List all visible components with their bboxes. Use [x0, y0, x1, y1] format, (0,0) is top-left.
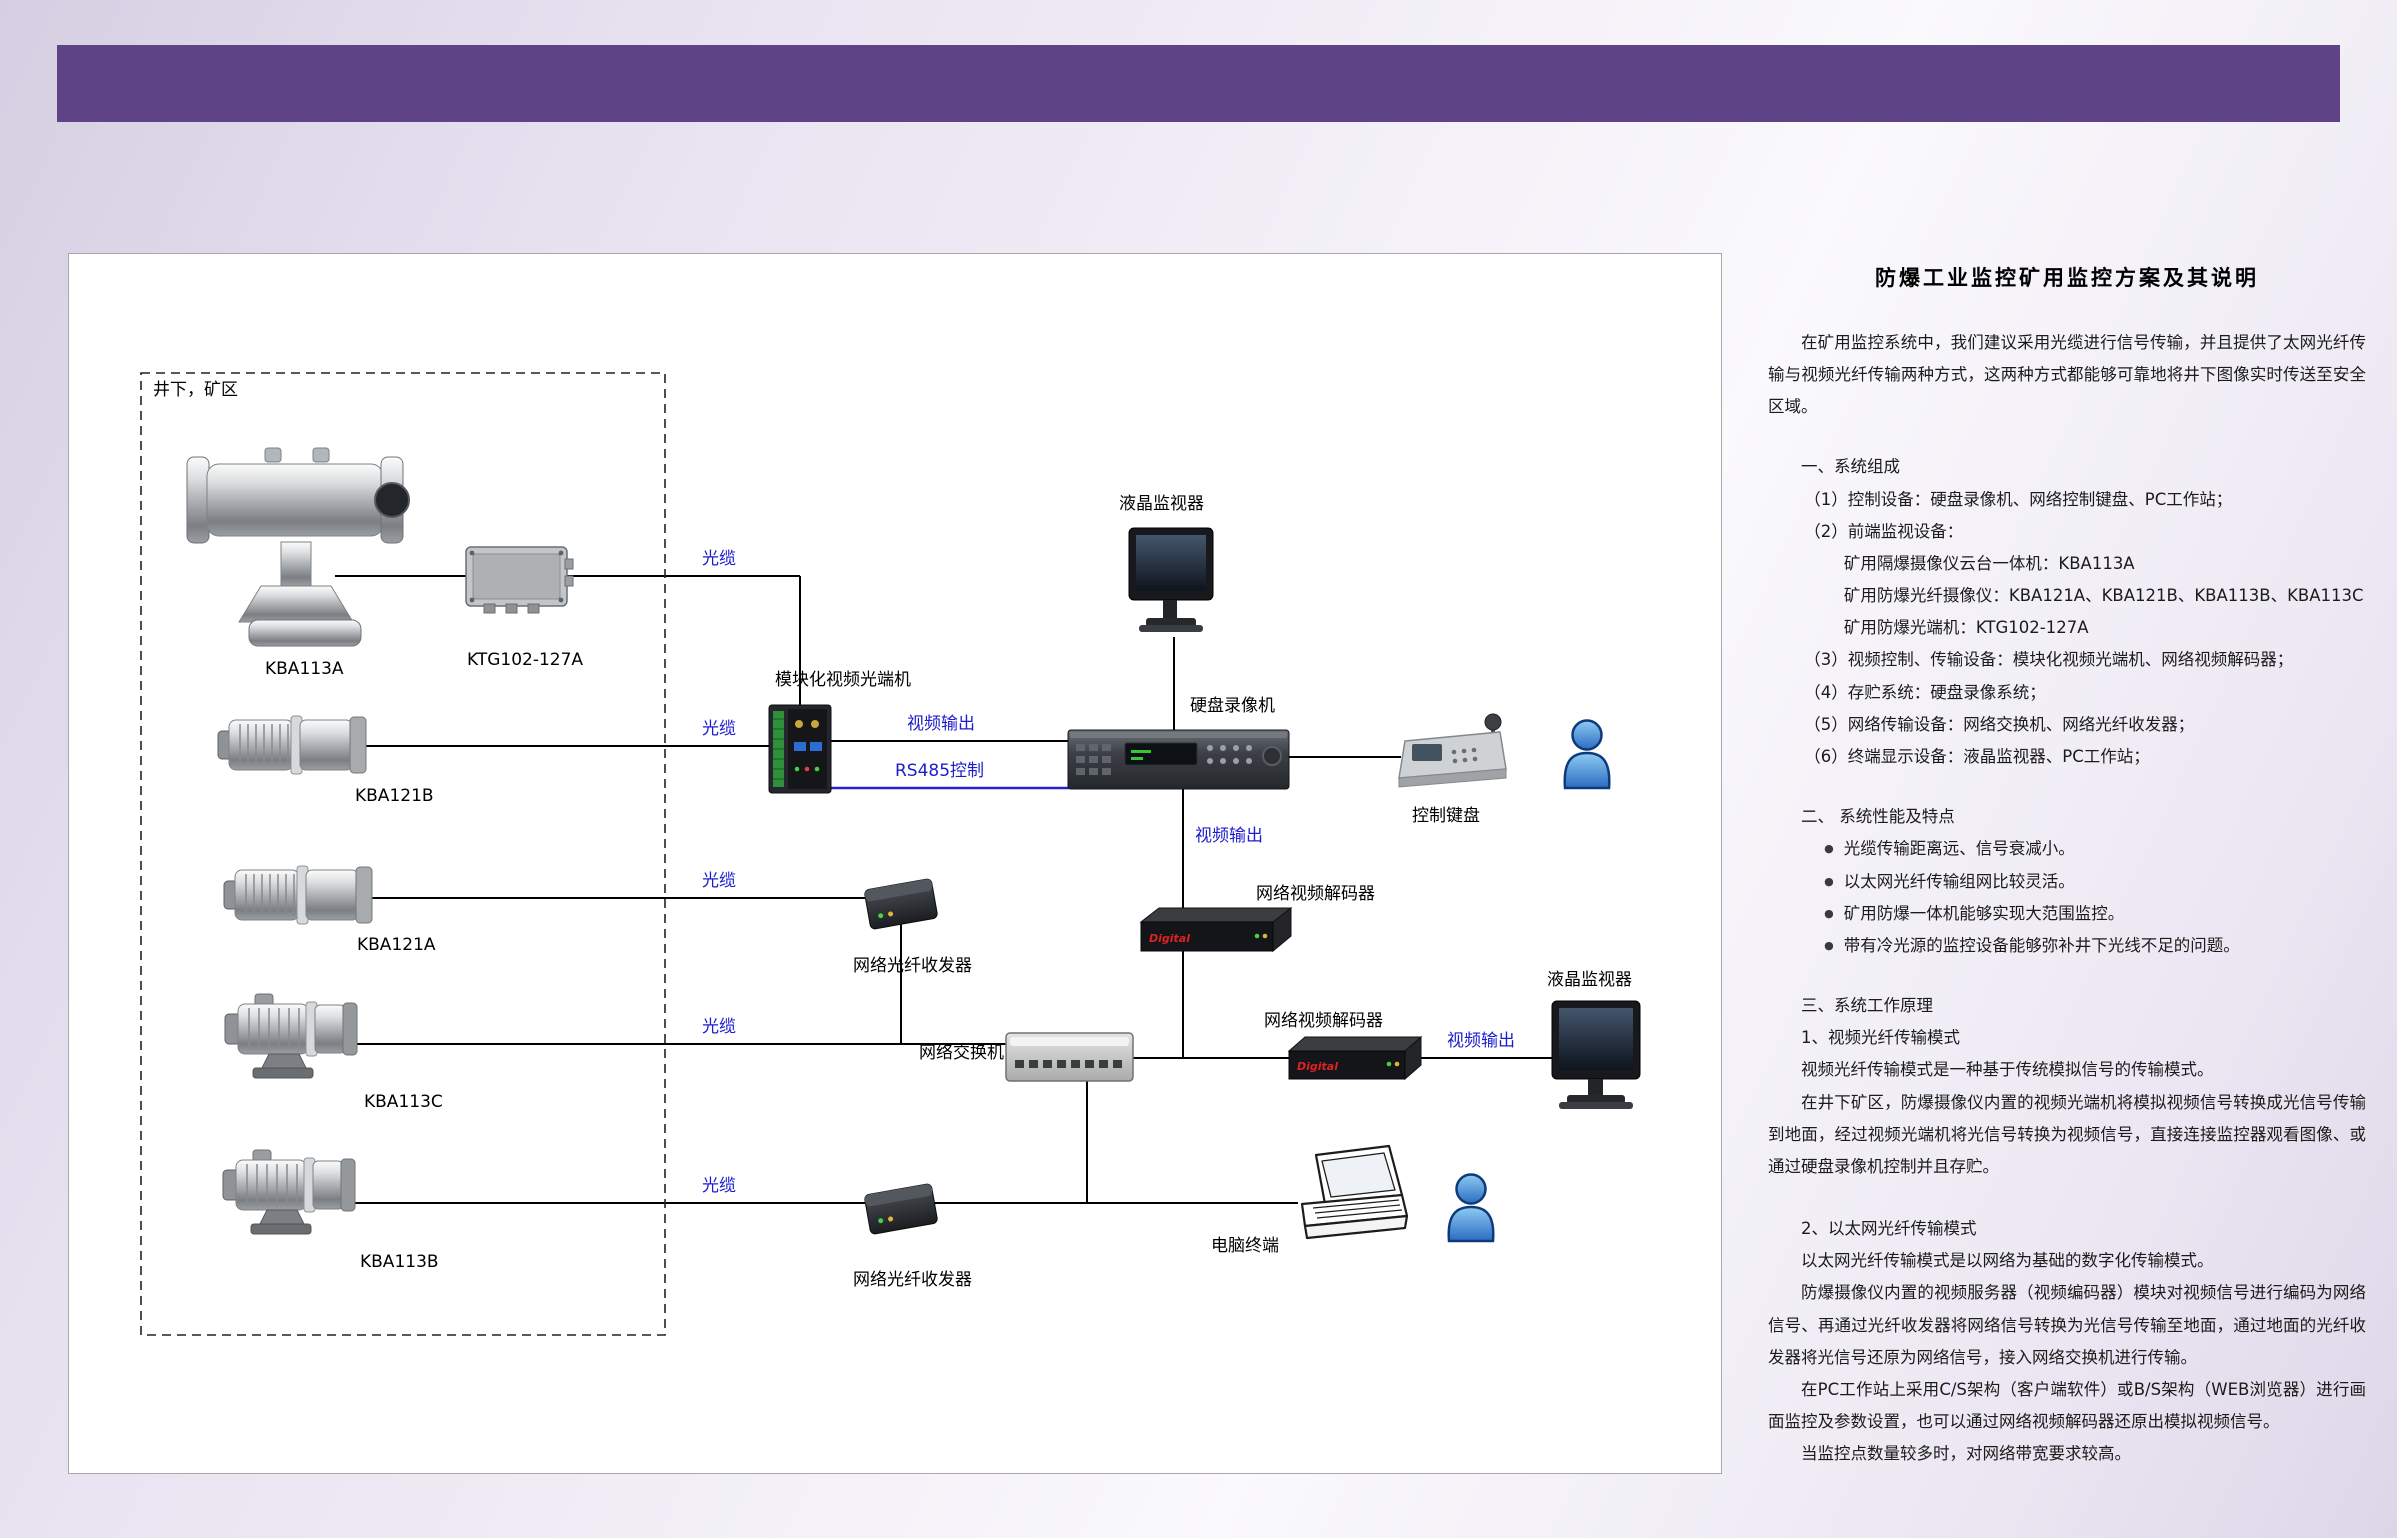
section2-bullet-1: 光缆传输距离远、信号衰减小。: [1768, 833, 2366, 865]
camera-kba121a-label: KBA121A: [357, 935, 436, 955]
section1-item-5: （5）网络传输设备：网络交换机、网络光纤收发器；: [1804, 714, 2195, 734]
optical-cable-label-1: 光缆: [702, 549, 736, 569]
camera-kba113c: [224, 993, 358, 1079]
mode1-title: 1、视频光纤传输模式: [1801, 1028, 1960, 1048]
section2-bullet-4: 带有冷光源的监控设备能够弥补井下光线不足的问题。: [1768, 930, 2366, 962]
lcd-monitor-1-device: [1128, 527, 1214, 632]
junction-box-label: KTG102-127A: [467, 650, 584, 670]
mode2-paragraph-1: 以太网光纤传输模式是以网络为基础的数字化传输模式。: [1801, 1251, 2214, 1271]
section2-heading: 二、 系统性能及特点: [1801, 807, 1955, 827]
mode2-title: 2、以太网光纤传输模式: [1801, 1219, 1977, 1239]
optical-cable-label-3: 光缆: [702, 871, 736, 891]
section1-heading: 一、系统组成: [1801, 457, 1900, 477]
lcd-monitor-label-2: 液晶监视器: [1547, 970, 1632, 990]
fiber-transceiver-label-1: 网络光纤收发器: [853, 956, 972, 976]
info-panel: 防爆工业监控矿用监控方案及其说明 在矿用监控系统中，我们建议采用光缆进行信号传输…: [1768, 258, 2366, 1470]
camera-kba113b-label: KBA113B: [360, 1252, 439, 1272]
diagram-panel: Digital D: [68, 253, 1722, 1474]
keyboard-label: 控制键盘: [1412, 806, 1480, 826]
section1-item-2: （2）前端监视设备：: [1804, 521, 1964, 541]
section1-item-2c: 矿用防爆光端机：KTG102-127A: [1843, 618, 2089, 638]
connection-lines: [335, 575, 1556, 1204]
control-keyboard-device: [1398, 713, 1507, 788]
mode2-paragraph-2: 防爆摄像仪内置的视频服务器（视频编码器）模块对视频信号进行编码为网络信号、再通过…: [1768, 1283, 2366, 1367]
video-out-label-1: 视频输出: [907, 714, 975, 734]
optical-cable-label-4: 光缆: [702, 1017, 736, 1037]
section2-bullet-2: 以太网光纤传输组网比较灵活。: [1768, 866, 2366, 898]
intro-paragraph: 在矿用监控系统中，我们建议采用光缆进行信号传输，并且提供了太网光纤传输与视频光纤…: [1768, 332, 2366, 417]
lcd-monitor-label-1: 液晶监视器: [1119, 494, 1204, 514]
switch-label: 网络交换机: [919, 1043, 1004, 1063]
camera-kba121b: [217, 715, 367, 775]
camera-kba113b: [222, 1149, 356, 1235]
header-bar: [57, 45, 2340, 122]
video-decoder-1-device: Digital: [1139, 906, 1293, 953]
optical-transceiver-label: 模块化视频光端机: [775, 670, 911, 690]
operator-icon-2: [1447, 1173, 1495, 1243]
section1-item-2b: 矿用防爆光纤摄像仪：KBA121A、KBA121B、KBA113B、KBA113…: [1843, 586, 2364, 606]
section1-item-2a: 矿用隔爆摄像仪云台一体机：KBA113A: [1843, 553, 2135, 573]
ptz-camera-kba113a: [186, 447, 410, 647]
camera-kba113a-label: KBA113A: [265, 659, 344, 679]
laptop-device: [1300, 1144, 1409, 1240]
network-switch-device: [1005, 1032, 1134, 1082]
fiber-transceiver-1-device: [864, 878, 938, 930]
decoder-label-2: 网络视频解码器: [1264, 1011, 1383, 1031]
camera-kba113c-label: KBA113C: [364, 1092, 443, 1112]
decoder-label-1: 网络视频解码器: [1256, 884, 1375, 904]
fiber-transceiver-label-2: 网络光纤收发器: [853, 1270, 972, 1290]
optical-cable-label-2: 光缆: [702, 719, 736, 739]
video-decoder-2-device: Digital: [1287, 1035, 1423, 1081]
dvr-label: 硬盘录像机: [1190, 696, 1275, 716]
operator-icon-1: [1563, 719, 1611, 790]
fiber-transceiver-2-device: [864, 1183, 938, 1235]
mode2-paragraph-3: 在PC工作站上采用C/S架构（客户端软件）或B/S架构（WEB浏览器）进行画面监…: [1768, 1379, 2366, 1432]
dvr-device: [1067, 729, 1290, 790]
system-diagram: Digital D: [140, 372, 1641, 1336]
video-out-label-3: 视频输出: [1447, 1031, 1515, 1051]
camera-kba121b-label: KBA121B: [355, 786, 434, 806]
mode1-paragraph-2: 在井下矿区，防爆摄像仪内置的视频光端机将模拟视频信号转换成光信号传输到地面，经过…: [1768, 1092, 2366, 1176]
mode2-paragraph-4: 当监控点数量较多时，对网络带宽要求较高。: [1801, 1444, 2131, 1464]
section2-bullet-3: 矿用防爆一体机能够实现大范围监控。: [1768, 898, 2366, 930]
pc-terminal-label: 电脑终端: [1211, 1236, 1279, 1256]
section3-heading: 三、系统工作原理: [1801, 996, 1933, 1016]
section1-item-6: （6）终端显示设备：液晶监视器、PC工作站；: [1804, 747, 2150, 766]
section1-item-4: （4）存贮系统：硬盘录像系统；: [1804, 682, 2046, 702]
section1-item-1: （1）控制设备：硬盘录像机、网络控制键盘、PC工作站；: [1804, 489, 2233, 509]
rs485-label: RS485控制: [895, 761, 985, 781]
section1-item-3: （3）视频控制、传输设备：模块化视频光端机、网络视频解码器；: [1804, 650, 2294, 670]
decoder-logo-1: Digital: [1149, 932, 1190, 945]
optical-cable-label-5: 光缆: [702, 1176, 736, 1196]
video-out-label-2: 视频输出: [1195, 826, 1263, 846]
mode1-paragraph-1: 视频光纤传输模式是一种基于传统模拟信号的传输模式。: [1801, 1060, 2214, 1080]
decoder-logo-2: Digital: [1297, 1060, 1338, 1073]
video-optical-transceiver-device: [768, 704, 832, 794]
underground-zone-border: [140, 372, 666, 1336]
page-title: 防爆工业监控矿用监控方案及其说明: [1875, 266, 2259, 290]
lcd-monitor-2-device: [1551, 1000, 1641, 1109]
zone-label: 井下，矿区: [153, 380, 238, 400]
camera-kba121a: [223, 865, 373, 925]
junction-box-ktg102: [465, 546, 574, 614]
